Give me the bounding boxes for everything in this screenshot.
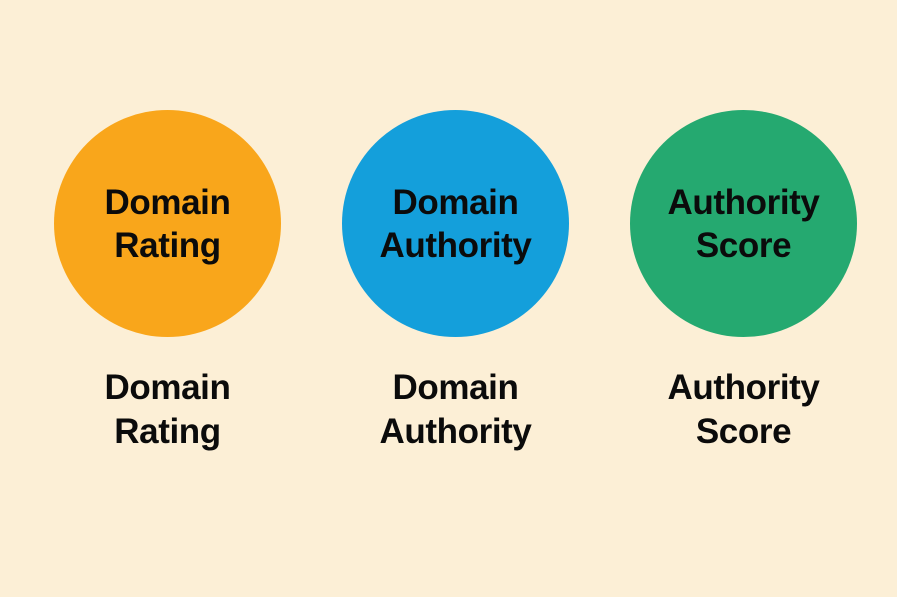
metric-domain-rating: Domain Rating Domain Rating [24, 0, 311, 454]
circle-label-line-1: Domain [392, 182, 519, 222]
caption-line-1: Domain [104, 368, 231, 407]
caption-domain-authority: Domain Authority [380, 366, 532, 454]
circle-label-line-1: Domain [104, 182, 231, 222]
circle-label-line-2: Score [695, 225, 792, 265]
caption-line-2: Authority [379, 412, 532, 451]
metric-authority-score: Authority Score Authority Score [600, 0, 887, 454]
circle-label-line-2: Authority [379, 225, 532, 265]
caption-authority-score: Authority Score [668, 366, 820, 454]
circle-label-line-1: Authority [667, 182, 820, 222]
caption-line-1: Authority [667, 368, 820, 407]
caption-line-2: Rating [114, 412, 221, 451]
circle-label-domain-rating: Domain Rating [99, 181, 237, 267]
circle-domain-rating: Domain Rating [54, 110, 281, 337]
circle-label-domain-authority: Domain Authority [374, 181, 538, 267]
circle-label-authority-score: Authority Score [662, 181, 826, 267]
circle-authority-score: Authority Score [630, 110, 857, 337]
caption-line-2: Score [695, 412, 792, 451]
metric-domain-authority: Domain Authority Domain Authority [312, 0, 599, 454]
circle-domain-authority: Domain Authority [342, 110, 569, 337]
circle-label-line-2: Rating [114, 225, 221, 265]
caption-line-1: Domain [392, 368, 519, 407]
caption-domain-rating: Domain Rating [105, 366, 231, 454]
